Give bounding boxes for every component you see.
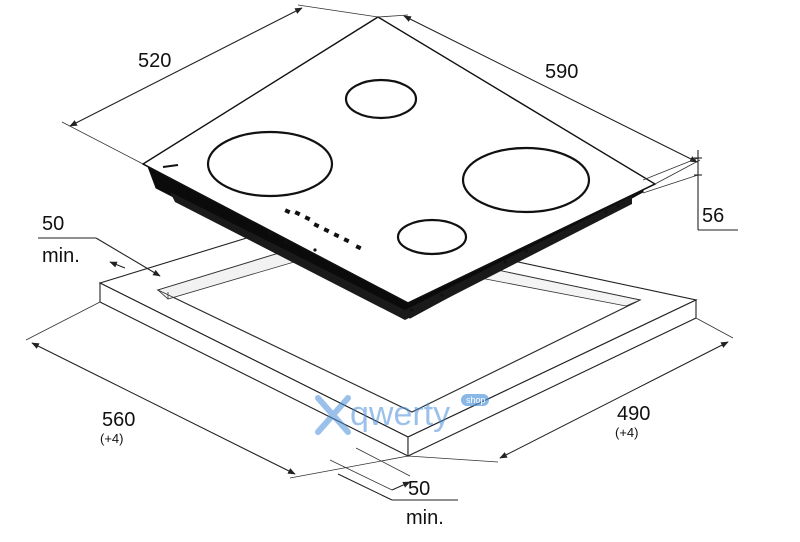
- cutout-depth-label: 490: [617, 403, 650, 425]
- watermark-text: qwerty: [350, 395, 450, 433]
- watermark-x-icon: [315, 395, 351, 435]
- dimension-cutout-width: 560 (+4): [25, 301, 409, 479]
- cooking-zone-left: [206, 130, 334, 198]
- width-label: 590: [545, 61, 578, 83]
- depth-label: 520: [138, 50, 171, 72]
- dimension-front-clearance: 50 min.: [329, 447, 458, 529]
- dimension-cutout-depth: 490 (+4): [407, 317, 734, 463]
- cutout-width-tolerance: (+4): [100, 431, 123, 446]
- dimension-width: 590: [377, 14, 701, 185]
- front-clearance-value: 50: [408, 478, 430, 500]
- watermark-badge: [461, 394, 489, 406]
- dimension-side-clearance: 50 min.: [38, 213, 161, 277]
- cooking-zone-front: [396, 218, 468, 256]
- front-clearance-unit: min.: [406, 507, 444, 529]
- cutout-depth-tolerance: (+4): [615, 425, 638, 440]
- mounting-screws: [268, 204, 620, 312]
- cutout-width-label: 560: [102, 409, 135, 431]
- dimension-depth: 520: [61, 4, 379, 165]
- side-clearance-unit: min.: [42, 245, 80, 267]
- brand-strip: [162, 164, 179, 168]
- watermark: qwerty shop: [315, 394, 489, 435]
- watermark-badge-text: shop: [466, 395, 486, 405]
- side-clearance-value: 50: [42, 213, 64, 235]
- touch-control-panel: [284, 208, 362, 251]
- dimension-height: 56: [642, 150, 738, 231]
- height-label: 56: [702, 205, 724, 227]
